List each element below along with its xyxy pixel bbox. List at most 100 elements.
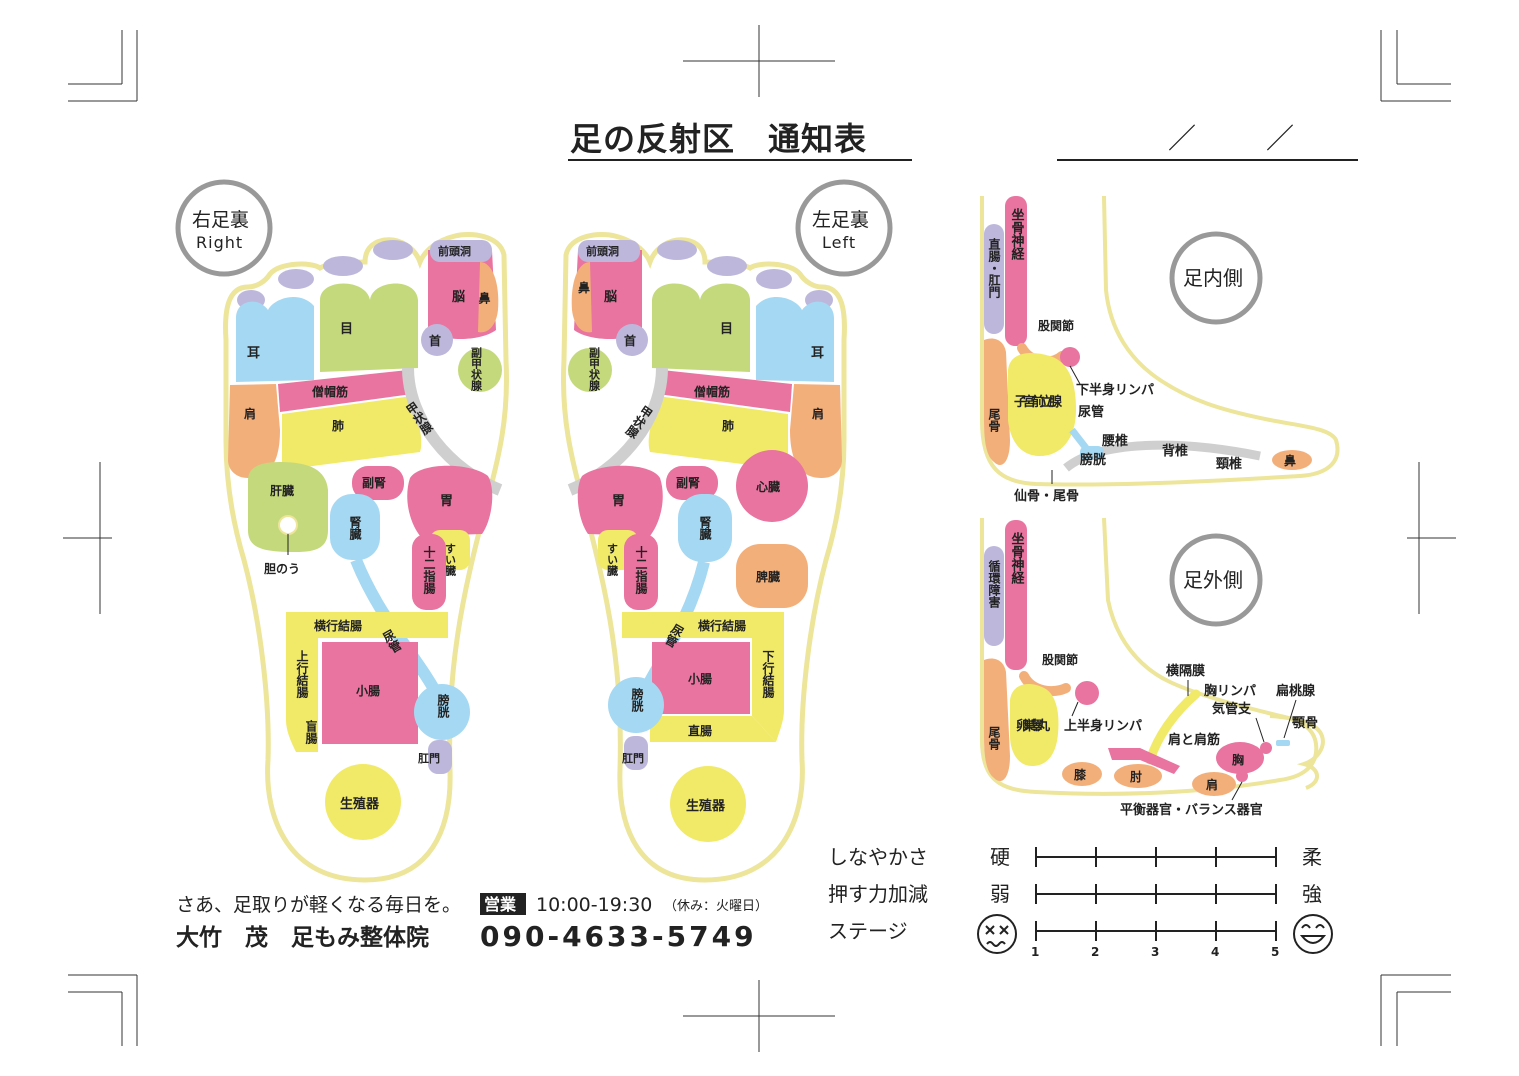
closed-day: （休み：火曜日）	[664, 899, 768, 914]
inner-label-lumbar: 腰椎	[1101, 433, 1128, 449]
right-sole-diagram: 耳 目 前頭洞 脳 鼻 首 副甲状腺 僧帽筋 肩 肺 甲状腺 肝臓 胆のう 副腎	[223, 231, 509, 883]
left-ear-zone	[756, 297, 834, 382]
right-gallbladder-zone	[278, 515, 298, 535]
right-adrenal-zone	[352, 466, 404, 500]
left-label-shoulder: 肩	[812, 406, 824, 421]
left-label-stomach: 胃	[612, 494, 625, 509]
inner-sciatic-zone	[1005, 196, 1027, 346]
right-toe-cap-4	[373, 240, 413, 260]
left-label-pancreas: すい臓	[606, 543, 619, 577]
rating-low-flexibility: 硬	[990, 845, 1010, 869]
inner-label-nose: 鼻	[1284, 453, 1296, 468]
left-genital-zone	[670, 766, 746, 842]
hours-badge-label: 営業	[484, 895, 517, 914]
outer-label-tonsil: 扁桃腺	[1276, 683, 1316, 699]
rating-scale-flexibility[interactable]	[1035, 847, 1277, 867]
right-lung-zone	[282, 396, 422, 470]
outer-bronchi-zone	[1260, 742, 1272, 754]
left-nose-zone	[571, 262, 592, 333]
right-label-anus: 肛門	[418, 752, 440, 765]
left-anus-zone	[624, 736, 648, 770]
left-toe-cap-2	[756, 269, 792, 289]
left-label-bladder: 膀胱	[630, 687, 644, 713]
page-title: 足の反射区 通知表	[570, 120, 867, 158]
outer-label-diaphragm: 横隔膜	[1166, 663, 1205, 679]
left-label-genital: 生殖器	[686, 798, 726, 814]
outer-coccyx-zone	[984, 658, 1010, 782]
right-label-adrenal: 副腎	[362, 475, 386, 490]
left-lung-zone	[648, 396, 788, 470]
right-sole-badge-jp: 右足裏	[192, 209, 249, 231]
left-label-transverse-colon: 横行結腸	[698, 618, 746, 633]
left-label-small-intestine: 小腸	[688, 671, 712, 686]
right-label-liver: 肝臓	[270, 483, 294, 498]
outer-upper-lymph-zone	[1075, 681, 1099, 705]
rating-low-pressure: 弱	[990, 882, 1010, 906]
inner-side-badge-label: 足内側	[1183, 266, 1243, 290]
outer-label-knee: 膝	[1074, 767, 1087, 782]
stage-tick-2: 2	[1091, 945, 1099, 959]
left-sole-badge-jp: 左足裏	[812, 209, 869, 231]
inner-label-cervical: 頸椎	[1216, 456, 1242, 472]
left-label-anus: 肛門	[622, 752, 644, 765]
left-frontal-sinus-zone	[578, 240, 640, 262]
outer-diaphragm-zone	[1145, 689, 1201, 765]
outer-label-upper-lymph: 上半身リンパ	[1064, 718, 1142, 734]
right-label-ascending-colon: 上行結腸	[295, 649, 309, 699]
outer-knee-zone	[1062, 762, 1102, 786]
right-kidney-zone	[330, 494, 380, 560]
date-separator-1: ／	[1168, 122, 1196, 155]
rating-panel: しなやかさ 硬 柔 押す力加減 弱 強 ステージ 1 2 3 4 5	[828, 845, 1333, 959]
right-liver-zone	[248, 462, 328, 552]
rating-scale-stage[interactable]	[1035, 921, 1277, 941]
inner-label-uterus-prostate: 子宮前立腺	[1014, 394, 1063, 410]
left-label-trapezius: 僧帽筋	[694, 384, 730, 399]
outer-elbow-zone	[1114, 764, 1162, 788]
left-label-rectum: 直腸	[688, 723, 712, 738]
hours-badge	[480, 893, 526, 915]
right-label-bladder: 膀胱	[436, 693, 450, 719]
left-duodenum-zone	[624, 534, 658, 610]
left-transverse-colon-zone	[622, 612, 784, 638]
right-label-stomach: 胃	[440, 494, 453, 509]
left-label-brain: 脳	[604, 290, 617, 305]
footer-tagline: さあ、足取りが軽くなる毎日を。	[176, 894, 461, 916]
rating-scale-pressure[interactable]	[1035, 884, 1277, 904]
inner-coccyx-zone	[984, 338, 1010, 466]
right-label-cecum: 盲腸	[304, 719, 318, 745]
left-sole-diagram: 耳 目 前頭洞 脳 鼻 首 副甲状腺 僧帽筋 肩 肺 甲状腺 心臓 副腎 腎臓 …	[561, 231, 847, 883]
right-anus-zone	[428, 740, 452, 774]
phone-number[interactable]: 090-4633-5749	[480, 920, 757, 953]
left-label-parathyroid: 副甲状腺	[588, 346, 601, 392]
inner-label-coccyx: 尾骨	[987, 408, 1001, 433]
right-nose-zone	[478, 262, 499, 333]
left-label-spleen: 脾臓	[756, 569, 780, 584]
stage-tick-5: 5	[1271, 945, 1279, 959]
outer-upper-lymph-leader	[1071, 701, 1079, 717]
right-stomach-zone	[407, 465, 493, 536]
rating-label-flexibility: しなやかさ	[828, 845, 928, 869]
right-label-gallbladder: 胆のう	[264, 561, 300, 576]
inner-label-sacrum-coccyx: 仙骨・尾骨	[1014, 488, 1079, 504]
left-rectum-zone	[650, 716, 776, 742]
left-sole-badge: 左足裏 Left	[795, 179, 893, 277]
happy-face-icon	[1293, 914, 1333, 954]
rating-high-flexibility: 柔	[1302, 845, 1322, 869]
crop-marks	[63, 25, 1456, 1052]
inner-side-diagram: 坐骨神経 直腸・肛門 尾骨 股関節 下半身リンパ 子宮前立腺 尿管 膀胱 腰椎 …	[980, 195, 1340, 504]
right-label-parathyroid: 副甲状腺	[470, 346, 483, 392]
inner-side-badge	[1169, 231, 1263, 325]
left-stomach-zone	[577, 465, 663, 536]
inner-label-hip: 股関節	[1038, 318, 1074, 333]
outer-label-ovary-testis: 卵巣睾丸	[1016, 718, 1051, 734]
right-shoulder-zone	[228, 384, 280, 478]
right-duodenum-zone	[412, 534, 446, 610]
right-ascending-colon-zone	[286, 612, 318, 752]
inner-label-sciatic: 坐骨神経	[1009, 208, 1025, 261]
outer-label-jaw: 顎骨	[1292, 716, 1318, 731]
outer-label-sciatic: 坐骨神経	[1009, 532, 1025, 585]
right-label-duodenum: 十二指腸	[422, 545, 436, 595]
inner-label-bladder: 膀胱	[1079, 452, 1106, 468]
outer-label-chest: 胸	[1232, 752, 1244, 767]
